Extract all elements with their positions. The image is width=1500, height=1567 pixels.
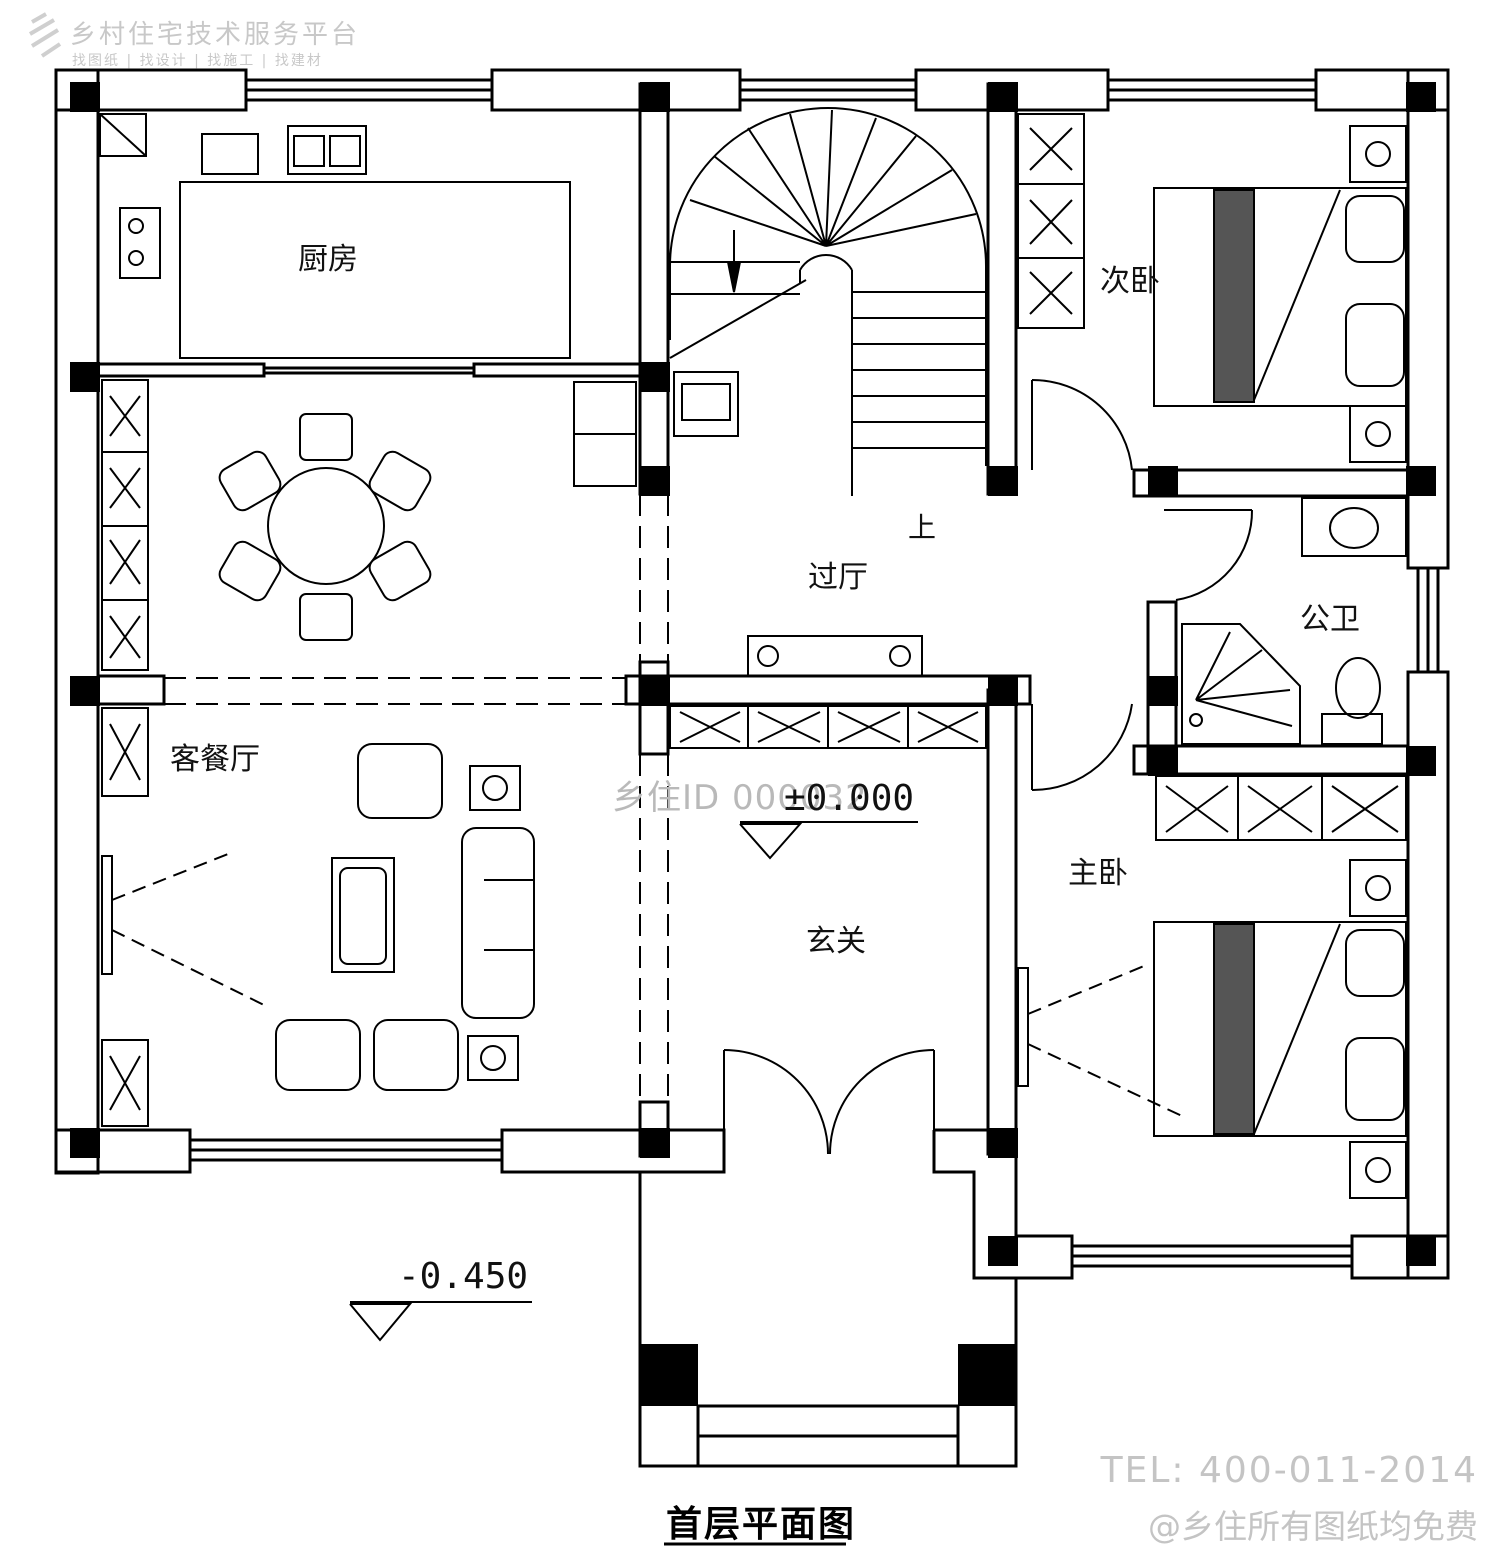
watermark-free-notice: @乡住所有图纸均免费: [1148, 1507, 1478, 1546]
room-label-second-bedroom: 次卧: [1100, 264, 1160, 299]
stair-up-label: 上: [908, 511, 937, 544]
dining-table-set: [218, 413, 432, 641]
built-in-cabinets: [101, 113, 1407, 1127]
entrance-porch: [638, 1172, 1018, 1468]
room-label-public-bath: 公卫: [1300, 602, 1360, 637]
drawing-title: 首层平面图: [666, 1504, 857, 1545]
room-label-master-bedroom: 主卧: [1068, 856, 1128, 891]
room-label-living-dining: 客餐厅: [170, 742, 260, 777]
staircase: [669, 107, 987, 496]
watermark-tel: TEL: 400-011-2014: [1100, 1450, 1478, 1491]
doors: [723, 378, 1254, 1155]
watermark-id: 乡住ID 000032: [612, 778, 868, 818]
living-room-furniture: [101, 635, 923, 1091]
master-bedroom-furniture: [1017, 859, 1407, 1199]
outdoor-elevation-label: -0.450: [398, 1256, 529, 1297]
brand-logo-icon: [28, 12, 62, 58]
bathroom-fixtures: [1181, 497, 1407, 745]
kitchen-fixtures: [99, 113, 571, 359]
watermark-services: 找图纸 | 找设计 | 找施工 | 找建材: [72, 53, 323, 69]
floor-elevation-label: ±0.000: [784, 778, 915, 819]
room-label-foyer: 玄关: [806, 924, 866, 959]
room-label-hall: 过厅: [808, 560, 868, 595]
structural-columns: [70, 82, 1436, 1406]
interior-walls: [96, 82, 1410, 1158]
watermark-brand: 乡村住宅技术服务平台: [70, 20, 361, 50]
elevation-markers: [349, 821, 918, 1546]
second-bedroom-furniture: [1153, 125, 1407, 463]
appliances: [573, 371, 739, 487]
room-label-kitchen: 厨房: [298, 242, 358, 277]
